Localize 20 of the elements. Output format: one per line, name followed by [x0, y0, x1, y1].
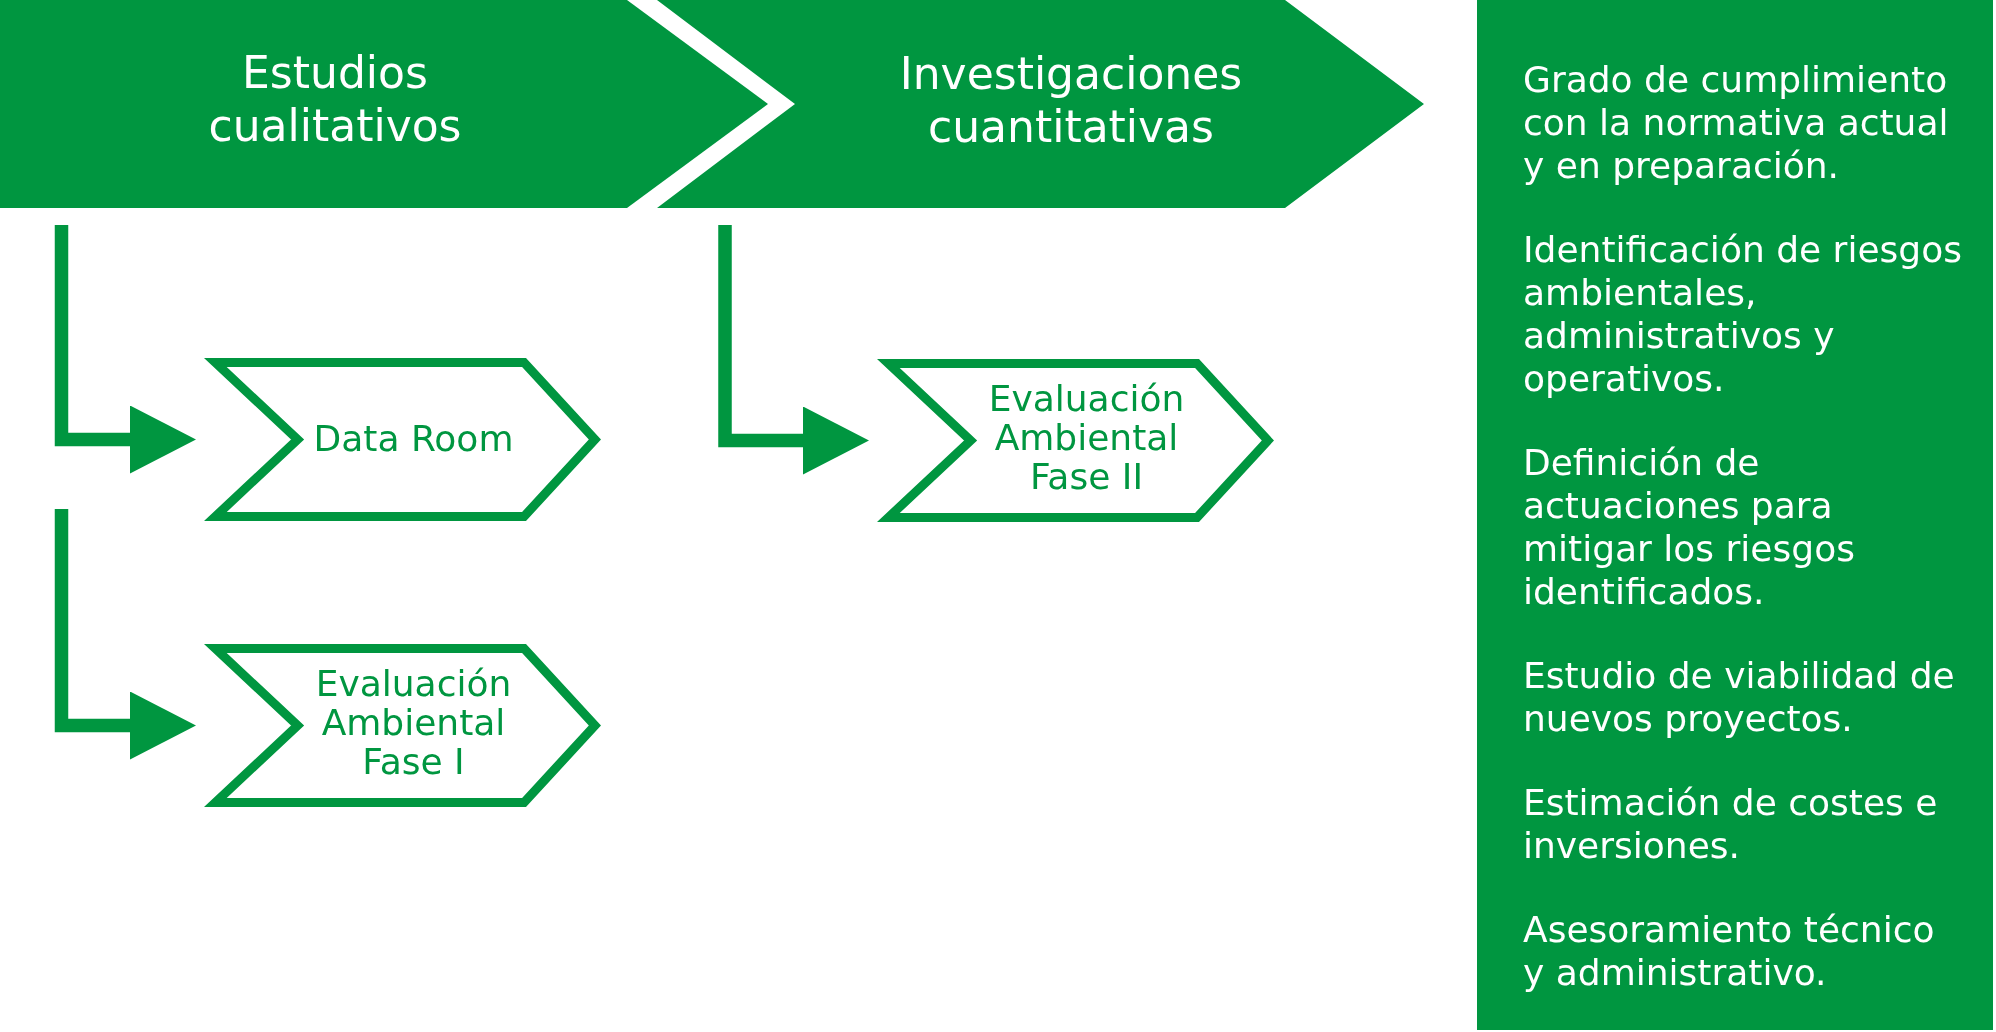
chevron-step-box: [204, 644, 601, 807]
chevron-banner: [657, 0, 1424, 208]
elbow-arrow: [718, 225, 869, 475]
step-label: Evaluación Ambiental Fase I: [314, 663, 513, 781]
banner-title: Investigaciones cuantitativas: [898, 47, 1244, 153]
panel-text: Estimación de costes e inversiones.: [1523, 781, 1939, 867]
panel-text: Estudio de viabilidad de nuevos proyectos.: [1523, 654, 1956, 740]
panel-text: Definición de actuaciones para mitigar los riesgos identificados.: [1523, 441, 1856, 613]
panel-text: Identificación de riesgos ambientales, administrativos y operativos.: [1523, 228, 1963, 400]
info-panel: [1477, 0, 1993, 1030]
banner-title: Estudios cualitativos: [207, 45, 463, 152]
panel-text: Asesoramiento técnico y administrativo.: [1523, 908, 1936, 994]
chevron-banner: [0, 0, 768, 208]
step-label: Evaluación Ambiental Fase II: [987, 378, 1186, 496]
chevron-step-box: [877, 359, 1274, 522]
panel-text: Grado de cumplimiento con la normativa actual y en preparación.: [1523, 58, 1950, 187]
step-label: Data Room: [313, 419, 514, 458]
chevron-step-box: [204, 358, 601, 521]
elbow-arrow: [54, 225, 196, 474]
elbow-arrow: [54, 509, 196, 760]
